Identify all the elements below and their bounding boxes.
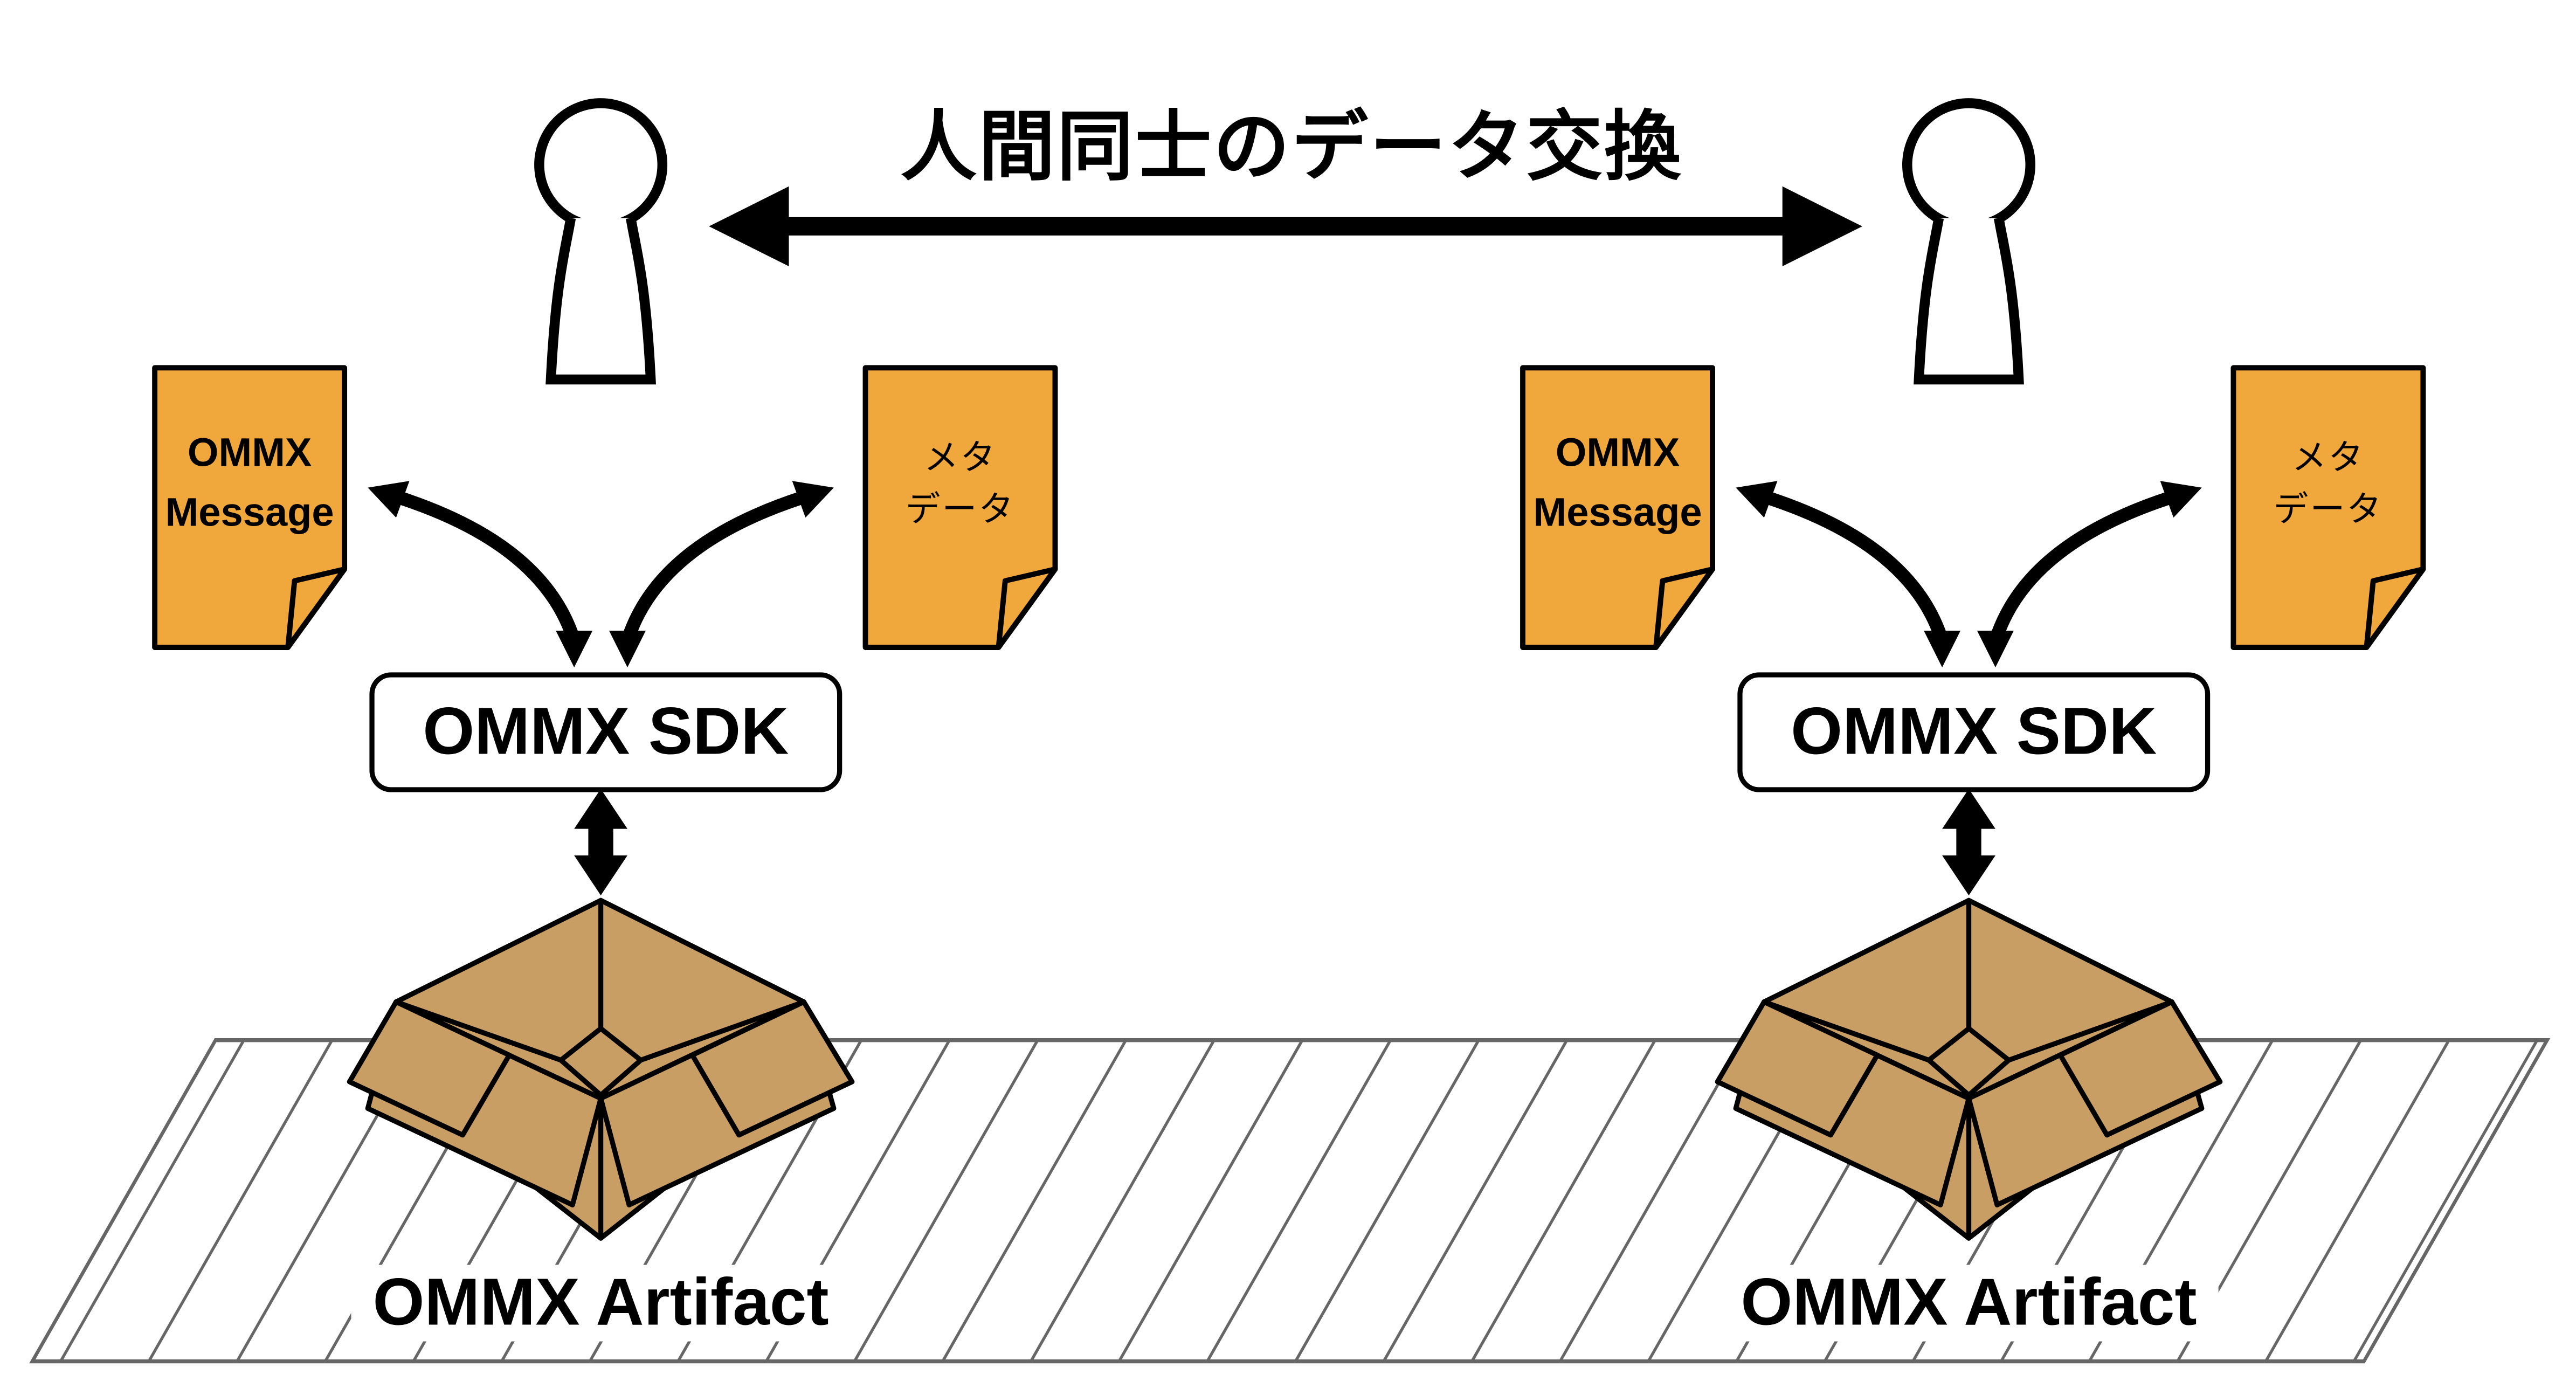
artifact-label-text: OMMX Artifact bbox=[372, 1266, 829, 1339]
sdk-label: OMMX SDK bbox=[1791, 695, 2157, 768]
ommx-sdk-box-right: OMMX SDK bbox=[1737, 672, 2211, 792]
ommx-artifact-label-right: OMMX Artifact bbox=[1719, 1265, 2219, 1342]
doc-label-line: メタ bbox=[923, 438, 997, 477]
doc-label-line: データ bbox=[905, 491, 1016, 529]
doc-label-line: データ bbox=[2273, 491, 2384, 529]
artifact-label-text: OMMX Artifact bbox=[1741, 1266, 2197, 1339]
ommx-artifact-label-left: OMMX Artifact bbox=[351, 1265, 851, 1342]
doc-label-line: OMMX bbox=[1555, 431, 1680, 477]
metadata-doc-label-left: メタ データ bbox=[866, 344, 1055, 624]
doc-label-line: Message bbox=[1533, 491, 1702, 536]
doc-label-line: Message bbox=[165, 491, 334, 536]
doc-label-line: メタ bbox=[2291, 438, 2365, 477]
ommx-sdk-box-left: OMMX SDK bbox=[369, 672, 842, 792]
metadata-doc-label-right: メタ データ bbox=[2233, 344, 2423, 624]
doc-label-line: OMMX bbox=[187, 431, 312, 477]
message-doc-label-right: OMMX Message bbox=[1523, 344, 1712, 624]
message-doc-label-left: OMMX Message bbox=[155, 344, 344, 624]
page-title: 人間同士のデータ交換 bbox=[900, 103, 1683, 190]
sdk-label: OMMX SDK bbox=[423, 695, 789, 768]
human-exchange-double-arrow-icon bbox=[709, 186, 1862, 266]
